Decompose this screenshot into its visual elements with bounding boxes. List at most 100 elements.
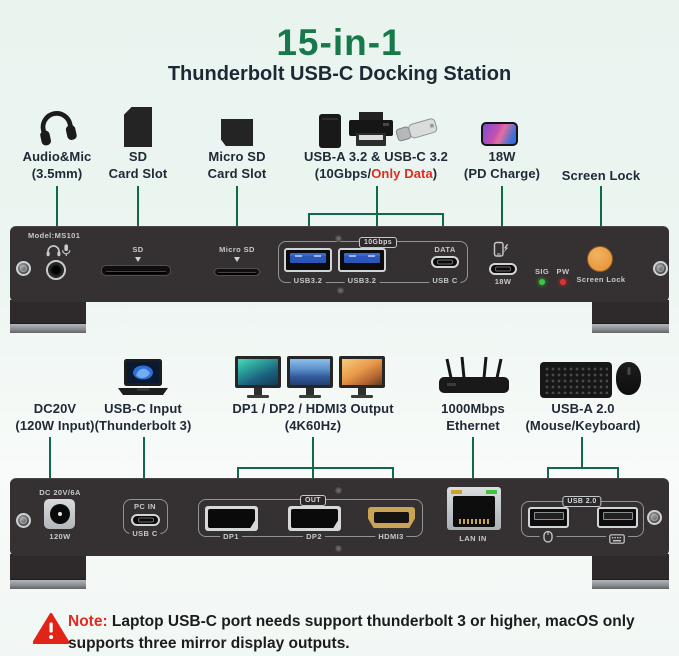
usb-a-20-port-1	[528, 507, 569, 528]
callout-ethernet: 1000Mbps Ethernet	[427, 400, 519, 434]
dp2-label: DP2	[303, 532, 325, 541]
callout-line	[392, 467, 394, 483]
callout-line	[501, 186, 503, 226]
callout-usb-line1: USB-A 3.2 & USB-C 3.2	[304, 149, 448, 164]
usb32-label-2: USB3.2	[344, 276, 380, 285]
callout-usb20-line1: USB-A 2.0	[551, 401, 615, 416]
printer-icon	[346, 111, 396, 154]
callout-branch-line	[237, 467, 393, 469]
dock-back-left-foot	[10, 554, 86, 589]
lan-in-label: LAN IN	[459, 534, 487, 543]
callout-micro-sd: Micro SD Card Slot	[189, 148, 285, 182]
callout-branch-line	[547, 467, 618, 469]
dp2-port	[288, 506, 341, 531]
usb-c-data-port	[431, 256, 459, 268]
dc-input-label: DC 20V/6A	[39, 488, 81, 497]
monitor-icon-2	[287, 356, 333, 388]
usb-c-pd-port	[489, 263, 517, 275]
callout-usbc-input-line2: (Thunderbolt 3)	[94, 418, 192, 433]
screw	[16, 513, 31, 528]
monitor-icon-1	[235, 356, 281, 388]
callout-line	[236, 186, 238, 226]
ssd-drive-icon	[318, 113, 342, 154]
note-body: Laptop USB-C port needs support thunderb…	[68, 613, 635, 652]
dock-back-right-foot	[592, 554, 669, 589]
callout-line	[600, 186, 602, 226]
callout-sd-line2: Card Slot	[108, 166, 168, 181]
usb-a-3-2-port-2	[338, 248, 386, 272]
callout-sd: SD Card Slot	[93, 148, 183, 182]
callout-audio-mic: Audio&Mic (3.5mm)	[7, 148, 107, 182]
callout-display-line1: DP1 / DP2 / HDMI3 Output	[232, 401, 394, 416]
pc-in-label: PC IN	[133, 502, 157, 511]
callout-usb-group: USB-A 3.2 & USB-C 3.2 (10Gbps/Only Data)	[291, 148, 461, 182]
screw	[653, 261, 668, 276]
headset-mic-icon	[45, 243, 71, 263]
page-title: 15-in-1	[276, 22, 403, 63]
phone-charge-icon	[491, 241, 510, 264]
callout-dc20v-line2: (120W Input)	[15, 418, 95, 433]
callout-line	[442, 213, 444, 232]
callout-screen-lock: Screen Lock	[551, 167, 651, 184]
callout-dc20v: DC20V (120W Input)	[8, 400, 102, 434]
callout-line	[547, 467, 549, 483]
callout-usb-line2: (10Gbps/Only Data)	[314, 166, 438, 181]
ethernet-port	[447, 487, 501, 530]
micro-sd-arrow	[234, 257, 240, 262]
sd-card-icon	[123, 106, 153, 152]
callout-audio-mic-line1: Audio&Mic	[22, 149, 92, 164]
callout-line	[472, 437, 474, 478]
usb-c-label: USB C	[429, 276, 461, 285]
10gbps-badge: 10Gbps	[358, 237, 398, 248]
monitor-base	[351, 395, 373, 398]
micro-sd-slot-port	[214, 268, 260, 276]
callout-micro-sd-line2: Card Slot	[207, 166, 267, 181]
screen-lock-label: Screen Lock	[576, 275, 626, 284]
sd-slot-label: SD	[132, 245, 144, 254]
usb-c-host-port	[131, 514, 160, 526]
callout-usb20: USB-A 2.0 (Mouse/Keyboard)	[517, 400, 649, 434]
callout-usb20-line2: (Mouse/Keyboard)	[525, 418, 641, 433]
usb20-badge: USB 2.0	[562, 496, 602, 507]
small-screw	[335, 235, 342, 242]
screw	[16, 261, 31, 276]
micro-sd-slot-label: Micro SD	[219, 245, 255, 254]
mouse-icon	[616, 362, 641, 395]
callout-line	[56, 186, 58, 226]
usb-flash-drive-icon	[395, 113, 439, 152]
callout-screen-lock-line1: Screen Lock	[561, 168, 641, 183]
warning-icon	[32, 612, 70, 650]
callout-line	[143, 437, 145, 478]
monitor-stand	[306, 388, 314, 395]
monitor-stand	[254, 388, 262, 395]
lan-led-yellow	[451, 490, 462, 494]
callout-usbc-input-line1: USB-C Input	[104, 401, 182, 416]
callout-line	[617, 467, 619, 483]
mouse-mini-icon	[539, 530, 557, 548]
usb-a-3-2-port-1	[284, 248, 332, 272]
callout-18w-line1: 18W	[488, 149, 516, 164]
monitor-icon-3	[339, 356, 385, 388]
dock-back-panel: DC 20V/6A 120W PC IN USB C OUT DP1 DP2 H…	[10, 478, 669, 556]
callout-line	[137, 186, 139, 226]
callout-line	[312, 437, 314, 468]
note-text: Note: Laptop USB-C port needs support th…	[68, 611, 644, 655]
screw	[647, 510, 662, 525]
note-prefix: Note:	[68, 613, 108, 630]
usb-a-20-port-2	[597, 507, 638, 528]
lan-led-green	[486, 490, 497, 494]
dc-power-port	[44, 499, 75, 529]
router-icon	[437, 355, 511, 404]
pw-led	[560, 279, 566, 285]
callout-line	[581, 437, 583, 468]
callout-line	[376, 186, 378, 214]
dock-front-right-foot	[592, 300, 669, 333]
callout-ethernet-line1: 1000Mbps	[441, 401, 505, 416]
callout-micro-sd-line1: Micro SD	[208, 149, 266, 164]
callout-branch-line	[308, 213, 443, 215]
120w-label: 120W	[49, 532, 71, 541]
callout-display-line2: (4K60Hz)	[284, 418, 342, 433]
page-subtitle: Thunderbolt USB-C Docking Station	[167, 63, 512, 85]
callout-line	[237, 467, 239, 483]
callout-line	[376, 213, 378, 232]
